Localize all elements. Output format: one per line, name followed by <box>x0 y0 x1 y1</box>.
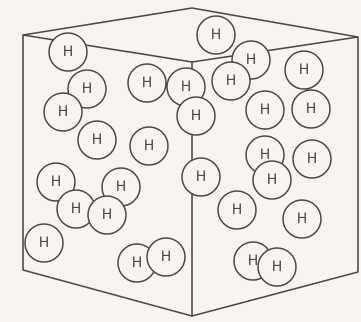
hydrogen-atom: H <box>181 157 221 197</box>
hydrogen-atom: H <box>282 199 322 239</box>
hydrogen-atom: H <box>77 120 117 160</box>
atom-label: H <box>299 62 310 78</box>
atom-label: H <box>272 259 283 275</box>
hydrogen-atom: H <box>196 15 236 55</box>
atom-circle <box>24 223 64 263</box>
hydrogen-atom: H <box>127 63 167 103</box>
hydrogen-atom: H <box>36 162 76 202</box>
hydrogen-atom: H <box>257 247 297 287</box>
container-box <box>22 7 359 317</box>
atom-label: H <box>226 73 237 89</box>
hydrogen-atom: H <box>291 89 331 129</box>
atom-label: H <box>71 201 82 217</box>
box-back-top-edge <box>22 7 359 38</box>
atom-circle <box>245 90 285 130</box>
atom-circle <box>211 61 251 101</box>
atom-label: H <box>132 255 143 271</box>
atom-circle <box>87 195 127 235</box>
atom-circle <box>252 160 292 200</box>
atom-circle <box>292 139 332 179</box>
atom-label: H <box>82 81 93 97</box>
atom-circle <box>36 162 76 202</box>
atom-circle <box>48 32 88 72</box>
hydrogen-atom: H <box>217 190 257 230</box>
hydrogen-atom: H <box>48 32 88 72</box>
atom-circle <box>257 247 297 287</box>
atom-label: H <box>116 179 127 195</box>
atom-label: H <box>181 79 192 95</box>
atom-label: H <box>63 44 74 60</box>
atom-circle <box>127 63 167 103</box>
atom-label: H <box>39 235 50 251</box>
atom-label: H <box>260 102 271 118</box>
atom-label: H <box>142 75 153 91</box>
hydrogen-atom: H <box>24 223 64 263</box>
hydrogen-atom: H <box>67 69 107 109</box>
atom-label: H <box>297 211 308 227</box>
atom-label: H <box>144 138 155 154</box>
hydrogen-atom: H <box>292 139 332 179</box>
atom-label: H <box>196 169 207 185</box>
atom-label: H <box>92 132 103 148</box>
atom-label: H <box>51 174 62 190</box>
hydrogen-atom: H <box>146 237 186 277</box>
atom-circle <box>196 15 236 55</box>
atom-label: H <box>211 27 222 43</box>
hydrogen-atom: H <box>129 126 169 166</box>
atom-circle <box>176 96 216 136</box>
atom-label: H <box>306 101 317 117</box>
atom-circle <box>284 50 324 90</box>
atom-label: H <box>246 52 257 68</box>
hydrogen-atom: H <box>87 195 127 235</box>
atom-circle <box>129 126 169 166</box>
atom-circle <box>291 89 331 129</box>
atom-circle <box>43 92 83 132</box>
atom-circle <box>67 69 107 109</box>
hydrogen-atom: H <box>252 160 292 200</box>
hydrogen-atom: H <box>176 96 216 136</box>
hydrogen-atom: H <box>56 189 96 229</box>
atom-circle <box>217 190 257 230</box>
hydrogen-atom: H <box>245 90 285 130</box>
atom-circle <box>77 120 117 160</box>
atom-label: H <box>248 253 259 269</box>
atom-label: H <box>191 108 202 124</box>
atom-label: H <box>232 202 243 218</box>
hydrogen-atom: H <box>284 50 324 90</box>
box-right-face <box>191 36 359 317</box>
hydrogen-atom: H <box>43 92 83 132</box>
atom-circle <box>282 199 322 239</box>
atom-circle <box>181 157 221 197</box>
atom-label: H <box>58 104 69 120</box>
hydrogen-atom: H <box>211 61 251 101</box>
atom-label: H <box>260 147 271 163</box>
atom-label: H <box>267 172 278 188</box>
atom-circle <box>146 237 186 277</box>
atom-label: H <box>161 249 172 265</box>
atom-label: H <box>307 151 318 167</box>
atom-label: H <box>102 207 113 223</box>
